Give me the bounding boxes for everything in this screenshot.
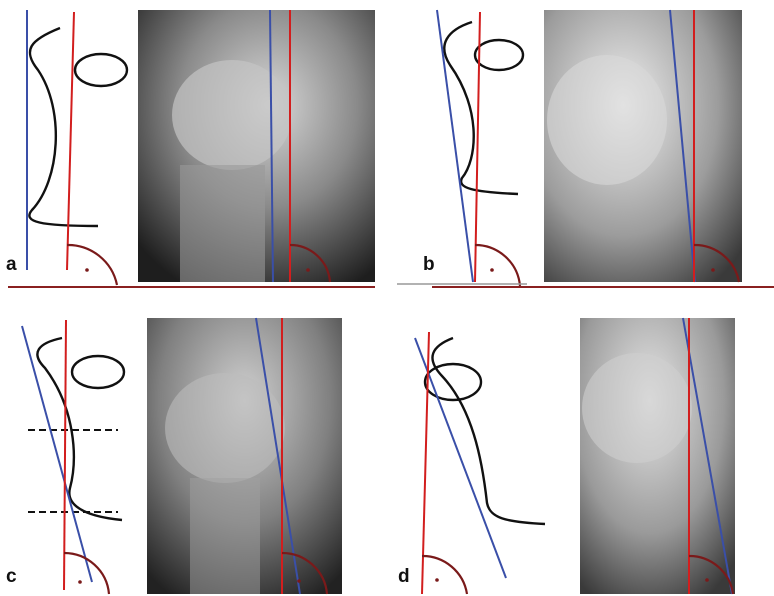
right-angle-arc [475, 245, 520, 286]
panel-b-graphic [387, 0, 774, 298]
panel-a-graphic [0, 0, 387, 298]
blue-reference-line [437, 10, 473, 282]
right-angle-arc [64, 553, 109, 594]
humeral-head-shadow [582, 353, 692, 463]
panel-label: b [423, 254, 435, 276]
right-angle-arc [422, 556, 467, 594]
panel-b: b [387, 0, 774, 298]
glenoid-outline [29, 28, 98, 226]
blue-reference-line [22, 326, 92, 582]
red-reference-line [422, 332, 429, 594]
humeral-shaft-shadow [190, 478, 260, 594]
humeral-head-circle [75, 54, 127, 86]
panel-label: a [6, 254, 17, 276]
humeral-head-circle [475, 40, 523, 70]
xray-right-angle-dot [297, 579, 301, 583]
panel-label: c [6, 566, 17, 588]
red-reference-line [64, 320, 66, 590]
red-reference-line [67, 12, 74, 270]
right-angle-dot [85, 268, 89, 272]
right-angle-dot [435, 578, 439, 582]
humeral-head-shadow [172, 60, 292, 170]
glenoid-outline [444, 22, 518, 194]
humeral-head-shadow [547, 55, 667, 185]
humeral-head-circle [425, 364, 481, 400]
xray-right-angle-dot [306, 268, 310, 272]
panel-d-graphic [387, 298, 774, 596]
humeral-shaft-shadow [180, 165, 265, 282]
panel-label: d [398, 566, 410, 588]
panel-c-graphic [0, 298, 387, 596]
right-angle-dot [78, 580, 82, 584]
xray-right-angle-dot [705, 578, 709, 582]
panel-c: c [0, 298, 387, 596]
panel-d: d [387, 298, 774, 596]
right-angle-dot [490, 268, 494, 272]
xray-right-angle-dot [711, 268, 715, 272]
panel-a: a [0, 0, 387, 298]
humeral-head-circle [72, 356, 124, 388]
right-angle-arc [67, 245, 117, 285]
